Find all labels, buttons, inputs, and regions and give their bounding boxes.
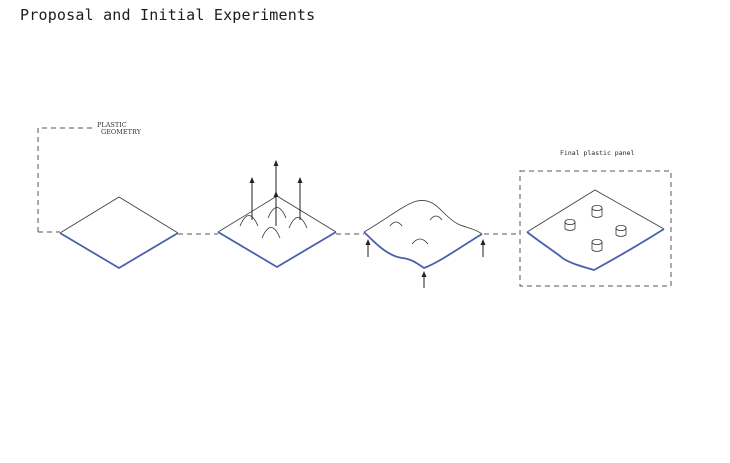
cylinder-1 — [564, 218, 576, 231]
cylinder-3 — [615, 224, 627, 237]
page-title: Proposal and Initial Experiments — [20, 6, 316, 24]
stage-4-final-panel — [519, 170, 672, 287]
stage-1-flat-sheet — [59, 196, 179, 270]
final-panel-label: Final plastic panel — [560, 149, 634, 157]
stage-3-deformed-sheet — [363, 200, 486, 288]
cylinder-2 — [591, 204, 603, 218]
plastic-label-line1: PLASTIC — [97, 121, 127, 129]
cylinder-4 — [591, 238, 603, 252]
final-panel-frame — [519, 170, 672, 287]
plastic-label-line2: GEOMETRY — [101, 128, 142, 136]
stage-2-pin-forming — [217, 160, 337, 269]
dashed-connector — [37, 127, 520, 235]
